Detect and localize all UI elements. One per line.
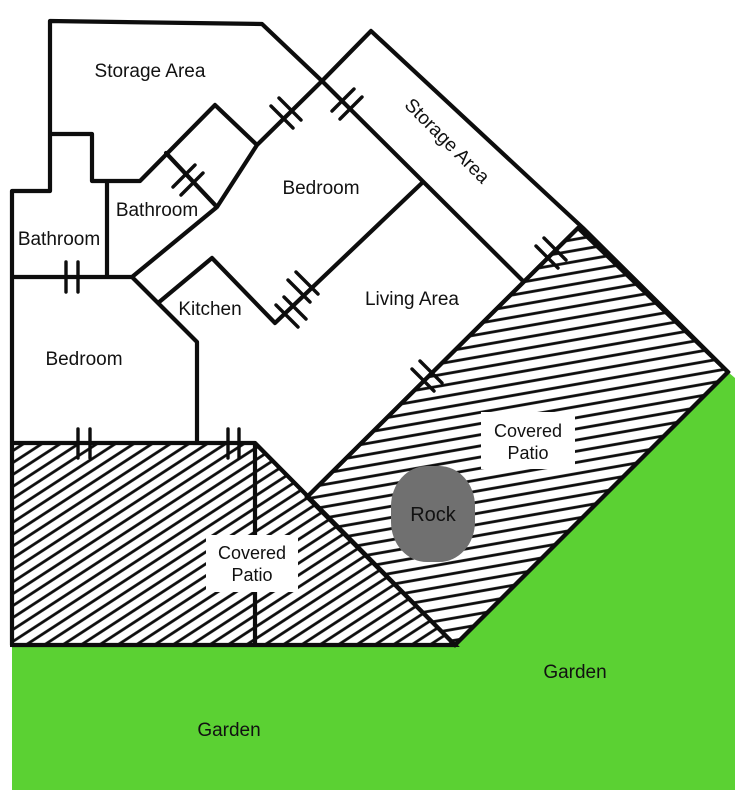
rock-shape [391,466,475,562]
bedroom-middle-label: Bedroom [282,178,359,199]
storage-top-label: Storage Area [95,61,206,82]
kitchen-label: Kitchen [178,299,241,320]
garden-area [12,372,735,790]
bedroom-left-label: Bedroom [45,349,122,370]
bathroom-middle-label: Bathroom [116,200,198,221]
covered-patio-left-label-line2: Patio [231,565,272,585]
covered-patio-left-label-line1: Covered [218,543,286,563]
door-markers [64,87,568,460]
bathroom-left-label: Bathroom [18,229,100,250]
patio-right-label-bg [481,412,575,469]
covered-patio-right-label-line2: Patio [507,443,548,463]
covered-patio-right-label-line1: Covered [494,421,562,441]
rock-label: Rock [410,504,457,526]
garden-bottom-label: Garden [197,720,260,741]
garden-right-label: Garden [543,662,606,683]
living-area-label: Living Area [365,289,459,310]
patio-left-label-bg [206,535,298,592]
walls [9,18,731,648]
